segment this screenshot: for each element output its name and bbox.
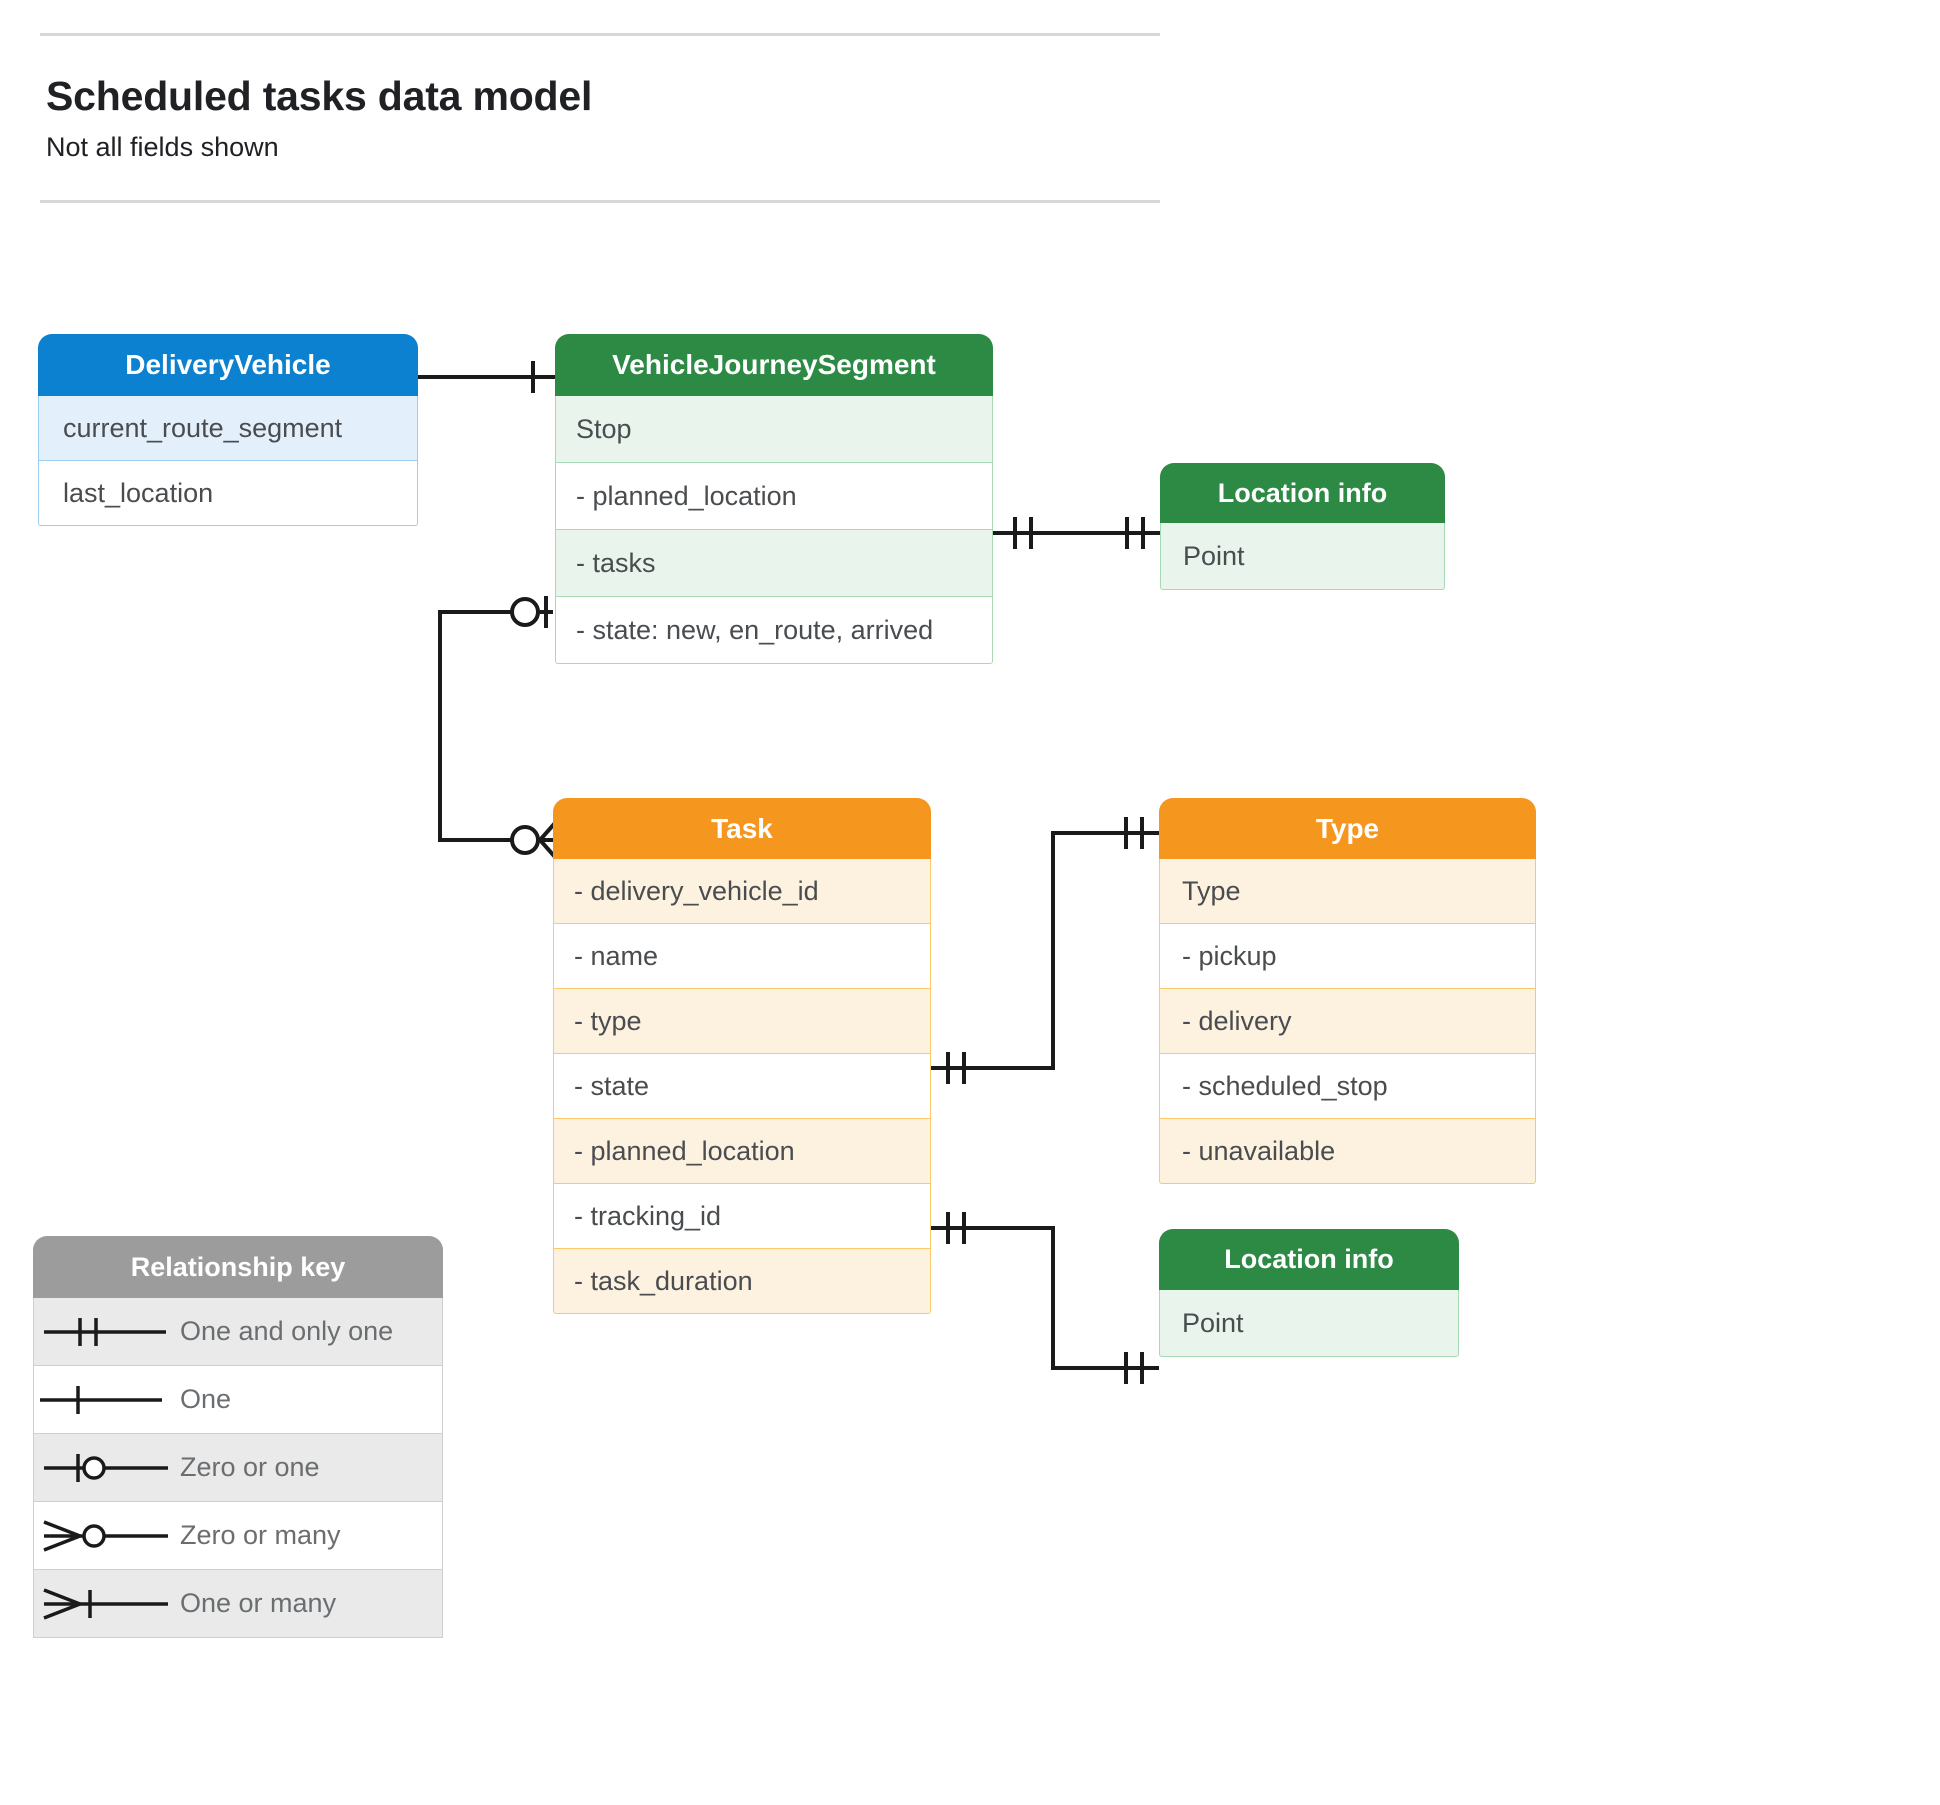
one-or-many-icon xyxy=(34,1584,180,1624)
wire-tasks-to-task-path xyxy=(438,610,553,842)
field-row: Point xyxy=(1159,1290,1459,1357)
field-row: - state: new, en_route, arrived xyxy=(555,597,993,664)
legend-item-one-or-many: One or many xyxy=(33,1570,443,1638)
field-row: Type xyxy=(1159,859,1536,924)
entity-header-vehicle-journey-segment: VehicleJourneySegment xyxy=(555,334,993,396)
circle-zero-tasks xyxy=(510,597,540,627)
relationship-key-legend[interactable]: Relationship key One and only one One xyxy=(33,1236,443,1638)
one-and-only-one-icon xyxy=(34,1312,180,1352)
field-row: - name xyxy=(553,924,931,989)
field-row: - planned_location xyxy=(553,1119,931,1184)
field-row: Point xyxy=(1160,523,1445,590)
entity-location-info-bottom[interactable]: Location info Point xyxy=(1159,1229,1459,1357)
entity-task[interactable]: Task - delivery_vehicle_id - name - type… xyxy=(553,798,931,1314)
entity-header-location-info-top: Location info xyxy=(1160,463,1445,523)
field-row: Stop xyxy=(555,396,993,463)
field-row: - unavailable xyxy=(1159,1119,1536,1184)
entity-header-task: Task xyxy=(553,798,931,859)
legend-item-label: Zero or many xyxy=(180,1520,341,1550)
field-row: - delivery_vehicle_id xyxy=(553,859,931,924)
circle-zero-task xyxy=(510,825,540,855)
legend-item-one-and-only-one: One and only one xyxy=(33,1298,443,1366)
header-divider-bottom xyxy=(40,200,1160,203)
field-row: last_location xyxy=(38,461,418,526)
one-icon xyxy=(34,1380,180,1420)
field-row: - state xyxy=(553,1054,931,1119)
zero-or-many-icon xyxy=(34,1516,180,1556)
entity-header-delivery-vehicle: DeliveryVehicle xyxy=(38,334,418,396)
legend-item-zero-or-one: Zero or one xyxy=(33,1434,443,1502)
entity-header-location-info-bottom: Location info xyxy=(1159,1229,1459,1290)
page-title: Scheduled tasks data model xyxy=(46,73,593,119)
zero-or-one-icon xyxy=(34,1448,180,1488)
field-row: current_route_segment xyxy=(38,396,418,461)
entity-type[interactable]: Type Type - pickup - delivery - schedule… xyxy=(1159,798,1536,1184)
field-row: - scheduled_stop xyxy=(1159,1054,1536,1119)
page-subtitle: Not all fields shown xyxy=(46,132,279,162)
field-row: - tracking_id xyxy=(553,1184,931,1249)
wire-task-location xyxy=(931,1226,1159,1370)
wire-tasks-to-task xyxy=(540,612,553,840)
legend-header: Relationship key xyxy=(33,1236,443,1298)
legend-item-label: One and only one xyxy=(180,1316,394,1346)
entity-delivery-vehicle[interactable]: DeliveryVehicle current_route_segment la… xyxy=(38,334,418,526)
field-row: - planned_location xyxy=(555,463,993,530)
entity-location-info-top[interactable]: Location info Point xyxy=(1160,463,1445,590)
entity-vehicle-journey-segment[interactable]: VehicleJourneySegment Stop - planned_loc… xyxy=(555,334,993,664)
legend-item-label: Zero or one xyxy=(180,1452,320,1482)
field-row: - type xyxy=(553,989,931,1054)
legend-item-label: One xyxy=(180,1384,232,1414)
field-row: - task_duration xyxy=(553,1249,931,1314)
wire-task-type xyxy=(931,831,1159,1070)
entity-header-type: Type xyxy=(1159,798,1536,859)
field-row: - tasks xyxy=(555,530,993,597)
field-row: - pickup xyxy=(1159,924,1536,989)
legend-item-zero-or-many: Zero or many xyxy=(33,1502,443,1570)
header-divider-top xyxy=(40,33,1160,36)
legend-item-one: One xyxy=(33,1366,443,1434)
legend-item-label: One or many xyxy=(180,1588,337,1618)
field-row: - delivery xyxy=(1159,989,1536,1054)
